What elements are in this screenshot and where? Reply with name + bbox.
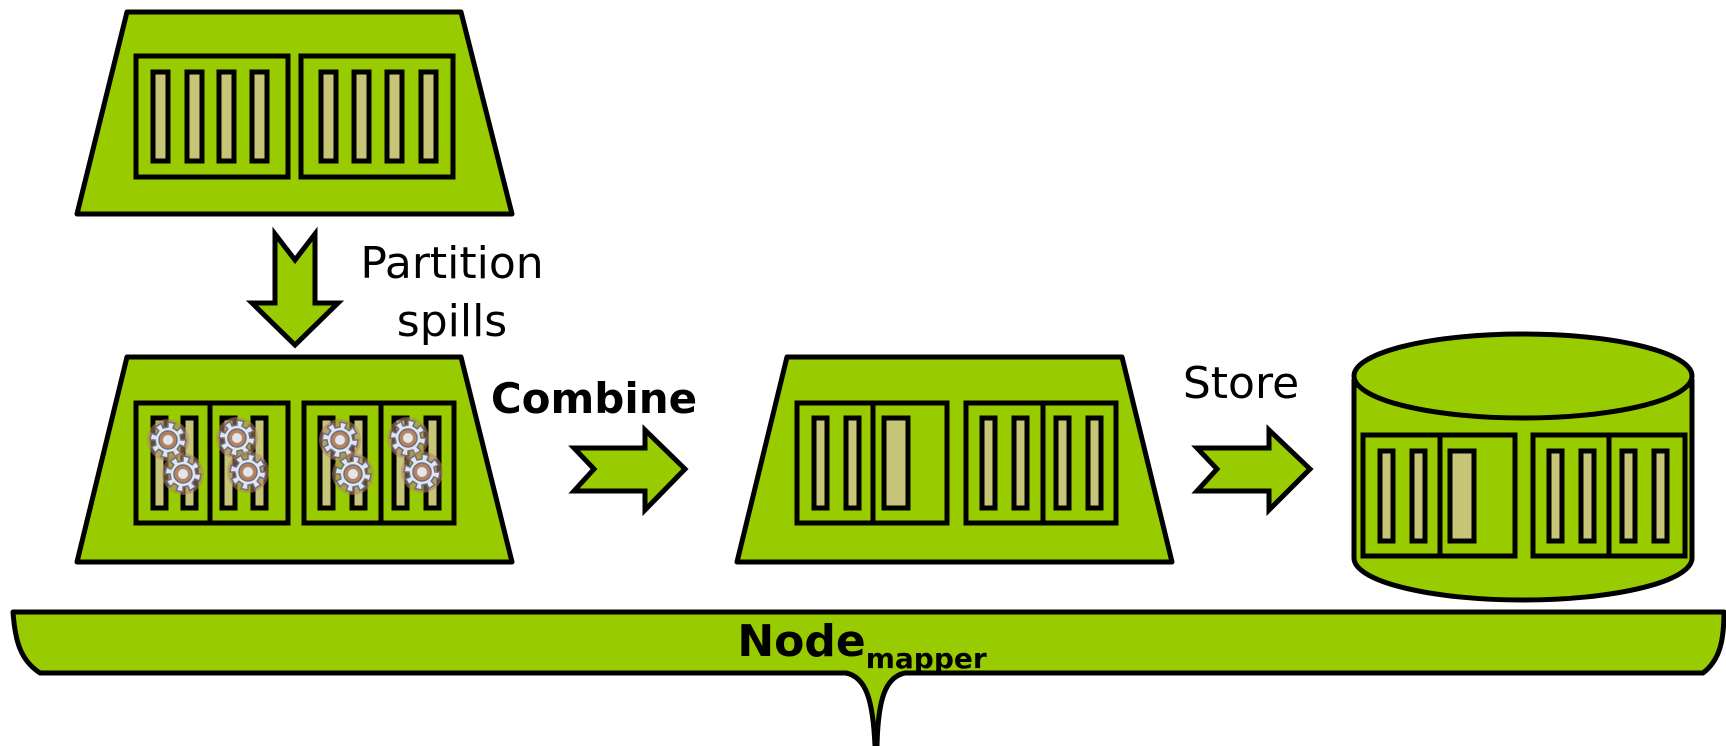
combined-buffer: [734, 354, 1175, 565]
gear-icon: [227, 451, 269, 493]
disk-group-right: [1530, 432, 1688, 559]
combine-arrow-icon: [568, 424, 689, 517]
record: [384, 69, 405, 164]
combiner-gears: [147, 417, 443, 495]
record: [418, 69, 439, 164]
combine-label: Combine: [491, 374, 697, 423]
disk: [1351, 331, 1695, 603]
top-buffer-group-right: [298, 53, 456, 180]
top-buffer-group-left: [133, 53, 291, 180]
gear-icon: [319, 419, 361, 461]
combined-buffer-group-left: [794, 400, 950, 526]
gear-icon: [147, 419, 189, 461]
partition-spills-label-line1: Partition: [360, 238, 543, 289]
record: [1619, 448, 1638, 544]
record: [1053, 415, 1072, 511]
node-mapper-label: Nodemapper: [737, 616, 987, 675]
record: [1409, 448, 1428, 544]
gear-icon: [401, 451, 443, 493]
spill-buffer: [74, 354, 515, 565]
record: [150, 69, 171, 164]
record: [811, 415, 830, 511]
top-buffer: [74, 9, 515, 217]
record: [184, 69, 205, 164]
record: [1085, 415, 1104, 511]
record: [249, 69, 270, 164]
gear-icon: [162, 453, 204, 495]
combined-buffer-group-right: [963, 400, 1119, 526]
record: [979, 415, 998, 511]
record: [1546, 448, 1565, 544]
store-arrow-icon: [1191, 424, 1314, 517]
record: [351, 69, 372, 164]
record: [318, 69, 339, 164]
node-subscript-label: mapper: [866, 642, 987, 675]
record: [216, 69, 237, 164]
gear-icon: [332, 453, 374, 495]
disk-top-icon: [1351, 331, 1695, 421]
record: [881, 415, 911, 511]
record: [1578, 448, 1597, 544]
record: [1377, 448, 1396, 544]
node-brace-icon: [10, 609, 1726, 746]
partition-spills-label-line2: spills: [397, 296, 507, 347]
record: [1651, 448, 1670, 544]
gear-icon: [387, 417, 429, 459]
record: [1011, 415, 1030, 511]
disk-group-left: [1360, 432, 1518, 559]
store-label: Store: [1183, 358, 1299, 409]
record: [843, 415, 862, 511]
partition-down-arrow-icon: [245, 226, 345, 349]
record: [1447, 448, 1477, 544]
node-label: Node: [737, 616, 865, 667]
